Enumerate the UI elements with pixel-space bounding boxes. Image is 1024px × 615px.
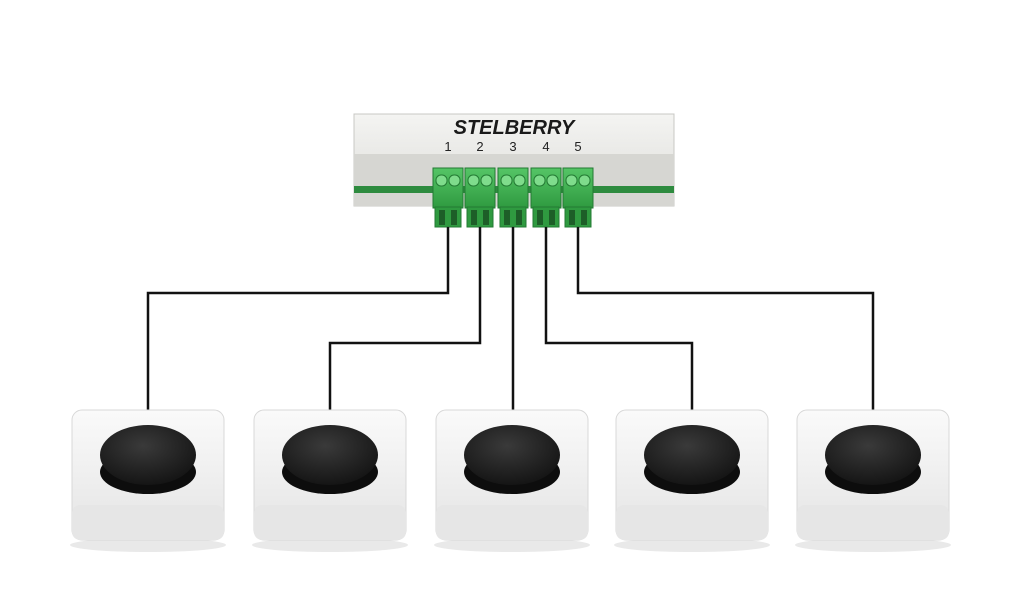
terminal-block-4 <box>530 167 562 228</box>
push-button-4 <box>614 409 770 552</box>
port-label-5: 5 <box>574 139 581 154</box>
terminal-blocks <box>432 167 594 228</box>
wire-5 <box>576 227 875 410</box>
terminal-block-3 <box>497 167 529 228</box>
port-label-4: 4 <box>542 139 549 154</box>
push-button-5 <box>795 409 951 552</box>
controller-module: STELBERRY 1 2 3 4 5 <box>353 113 675 228</box>
port-label-3: 3 <box>509 139 516 154</box>
port-label-1: 1 <box>444 139 451 154</box>
button-cap <box>825 425 921 485</box>
wire-1 <box>146 227 450 410</box>
button-cap <box>464 425 560 485</box>
wire-4 <box>544 227 694 410</box>
push-button-3 <box>434 409 590 552</box>
push-button-2 <box>252 409 408 552</box>
button-cap <box>282 425 378 485</box>
wires <box>146 227 875 410</box>
terminal-block-1 <box>432 167 464 228</box>
terminal-block-2 <box>464 167 496 228</box>
port-labels: 1 2 3 4 5 <box>444 139 581 154</box>
button-cap <box>644 425 740 485</box>
wire-2 <box>328 227 482 410</box>
port-label-2: 2 <box>476 139 483 154</box>
push-button-1 <box>70 409 226 552</box>
terminal-block-5 <box>562 167 594 228</box>
push-buttons <box>70 409 951 552</box>
button-cap <box>100 425 196 485</box>
brand-logo: STELBERRY <box>454 117 576 139</box>
